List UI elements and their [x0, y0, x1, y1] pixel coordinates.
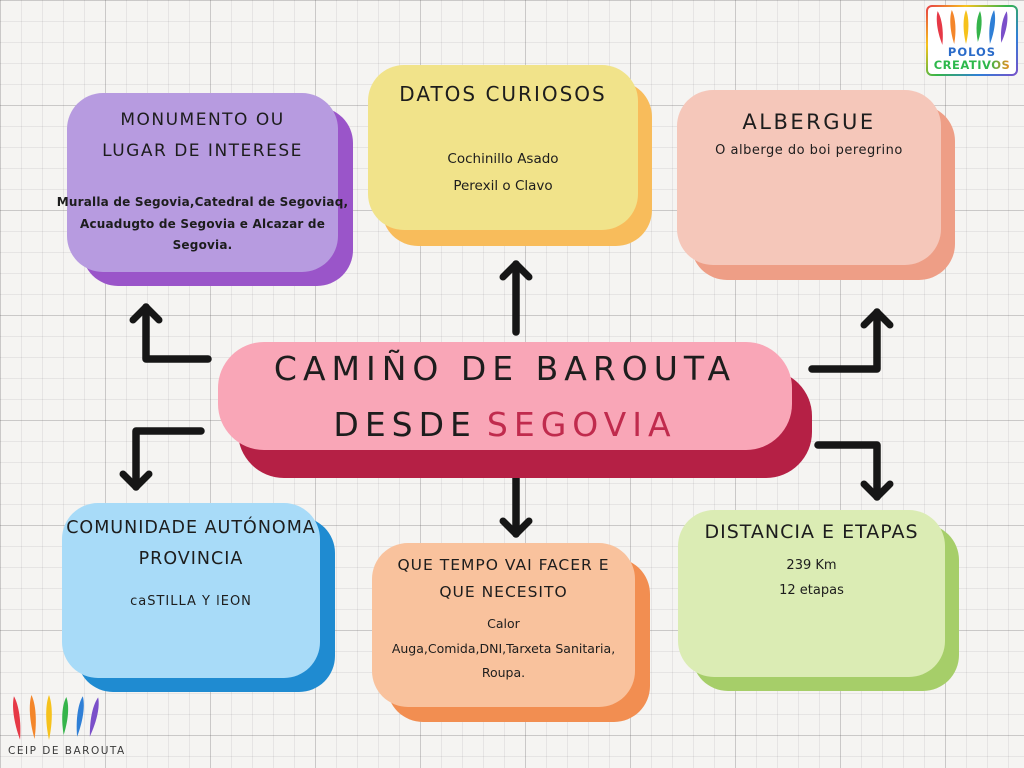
arrow-center-to-distancia — [814, 441, 894, 501]
node-body-line: 239 Km — [786, 558, 837, 573]
node-title-line: DISTANCIA E ETAPAS — [704, 521, 919, 543]
node-body-line: Roupa. — [481, 665, 526, 680]
paintbrush-strokes-icon — [13, 695, 99, 740]
node-body-line: Calor — [487, 616, 520, 632]
arrow-center-to-monumento — [129, 303, 212, 363]
node-title: DATOS CURIOSOS — [399, 82, 606, 106]
node-title: DISTANCIA E ETAPAS — [704, 521, 918, 543]
paintbrush-strokes-icon — [936, 10, 1008, 45]
central-title-highlight: SEGOVIA — [486, 404, 677, 444]
node-body: Cochinillo Asado Perexil o Clavo — [447, 146, 558, 200]
node-title-line: ALBERGUE — [742, 110, 876, 134]
polos-creativos-logo-inner: POLOS CREATIVOS — [928, 7, 1016, 74]
central-title-line: CAMIÑO DE BAROUTA — [273, 348, 737, 388]
node-body-line: Cochinillo Asado — [447, 151, 559, 167]
node-card-datos-curiosos: DATOS CURIOSOS Cochinillo Asado Perexil … — [368, 65, 638, 230]
node-title-line: COMUNIDADE AUTÓNOMA — [66, 518, 316, 538]
node-title: ALBERGUE — [742, 110, 875, 134]
node-title: QUE TEMPO VAI FACER E QUE NECESITO — [397, 552, 609, 606]
node-title: COMUNIDADE AUTÓNOMA PROVINCIA — [66, 513, 316, 574]
node-card-albergue: ALBERGUE O alberge do boi peregrino — [677, 90, 941, 265]
node-title-line: MONUMENTO OU — [120, 110, 285, 130]
central-title-prefix: DESDE — [333, 404, 477, 444]
ceip-barouta-logo: CEIP DE BAROUTA — [8, 694, 128, 757]
arrow-center-to-comunidade — [119, 427, 205, 491]
polos-creativos-logo: POLOS CREATIVOS — [926, 5, 1018, 76]
node-body-line: Acuadugto de Segovia e Alcazar de — [79, 216, 326, 231]
node-title-line: PROVINCIA — [138, 548, 244, 569]
node-body-line: Muralla de Segovia,Catedral de Segoviaq, — [56, 195, 349, 210]
node-card-tempo: QUE TEMPO VAI FACER E QUE NECESITO Calor… — [372, 543, 635, 707]
node-body: 239 Km 12 etapas — [779, 553, 844, 604]
node-body-line: O alberge do boi peregrino — [715, 143, 903, 158]
node-body: Calor Auga,Comida,DNI,Tarxeta Sanitaria,… — [392, 612, 615, 685]
node-body-line: caSTILLA Y lEON — [130, 594, 252, 610]
polos-logo-text-line1: POLOS — [947, 45, 997, 59]
node-body: Muralla de Segovia,Catedral de Segoviaq,… — [57, 192, 349, 257]
node-body-line: 12 etapas — [779, 583, 844, 599]
ceip-logo-text: CEIP DE BAROUTA — [8, 745, 126, 757]
node-body-line: Auga,Comida,DNI,Tarxeta Sanitaria, — [391, 640, 616, 656]
node-body: caSTILLA Y lEON — [130, 594, 252, 609]
polos-logo-text-line2: CREATIVOS — [933, 57, 1011, 72]
node-title-line: LUGAR DE INTERESE — [102, 140, 303, 161]
arrow-center-to-albergue — [808, 308, 894, 373]
node-title-line: QUE TEMPO VAI FACER E — [397, 556, 610, 574]
node-title-line: QUE NECESITO — [439, 583, 568, 602]
node-body-line: Segovia. — [172, 238, 233, 253]
node-card-comunidade: COMUNIDADE AUTÓNOMA PROVINCIA caSTILLA Y… — [62, 503, 320, 678]
node-body-line: Perexil o Clavo — [453, 178, 553, 194]
node-card-distancia: DISTANCIA E ETAPAS 239 Km 12 etapas — [678, 510, 945, 677]
node-title: MONUMENTO OU LUGAR DE INTERESE — [102, 105, 303, 166]
node-title-line: DATOS CURIOSOS — [399, 82, 607, 106]
node-body: O alberge do boi peregrino — [715, 143, 903, 158]
node-card-monumento: MONUMENTO OU LUGAR DE INTERESE Muralla d… — [57, 93, 348, 272]
